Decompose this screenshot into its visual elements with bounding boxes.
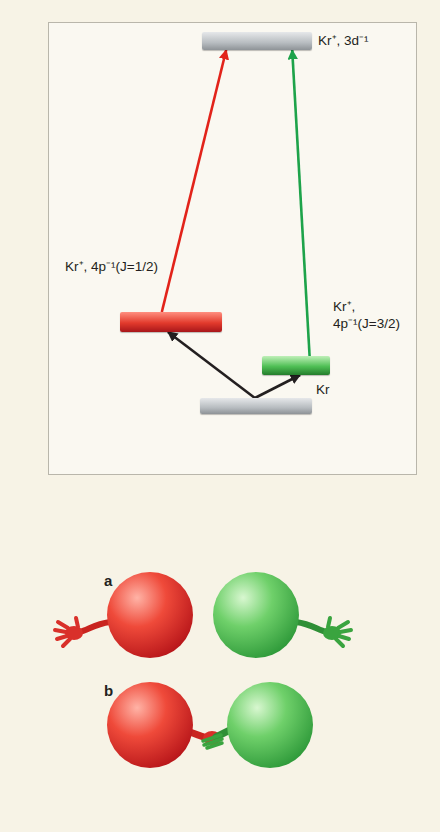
level-slab: Kr bbox=[200, 398, 312, 414]
level-slab-green: Kr⁺, 4p⁻¹(J=3/2) bbox=[262, 356, 330, 375]
transition-arrow bbox=[168, 332, 255, 398]
red-ball-a bbox=[55, 572, 193, 658]
level-label: Kr⁺, 3d⁻¹ bbox=[318, 32, 413, 49]
transition-arrow bbox=[162, 50, 226, 312]
panel-letter: b bbox=[104, 682, 113, 699]
panel-letter: a bbox=[104, 572, 112, 589]
green-ball-a bbox=[213, 572, 351, 658]
green-ball-b bbox=[203, 682, 313, 768]
level-label: Kr⁺, 4p⁻¹(J=1/2) bbox=[65, 258, 170, 275]
level-slab: Kr⁺, 3d⁻¹ bbox=[202, 32, 312, 50]
level-label: Kr bbox=[316, 381, 356, 398]
level-slab-red: Kr⁺, 4p⁻¹(J=1/2) bbox=[120, 312, 222, 332]
level-label: Kr⁺, 4p⁻¹(J=3/2) bbox=[333, 298, 417, 332]
transition-arrow bbox=[292, 50, 309, 356]
red-ball-b bbox=[107, 682, 221, 768]
transition-arrow bbox=[255, 375, 300, 398]
